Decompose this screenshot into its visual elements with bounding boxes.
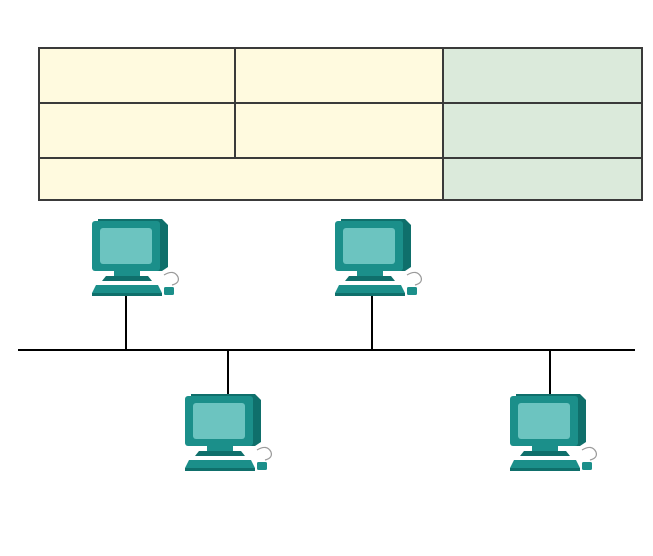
table-row-divider-1 — [40, 102, 641, 104]
table-col-divider-1 — [234, 49, 236, 159]
computer-icon — [509, 393, 598, 472]
table-col-divider-2 — [442, 49, 444, 199]
computer-icon — [184, 393, 272, 472]
computer-icon — [334, 218, 422, 297]
frame-table — [38, 47, 643, 201]
table-row-divider-2 — [40, 157, 641, 159]
computer-icon — [91, 218, 179, 297]
table-cell-r1c1 — [40, 49, 444, 199]
table-cell-right-column — [444, 49, 641, 199]
